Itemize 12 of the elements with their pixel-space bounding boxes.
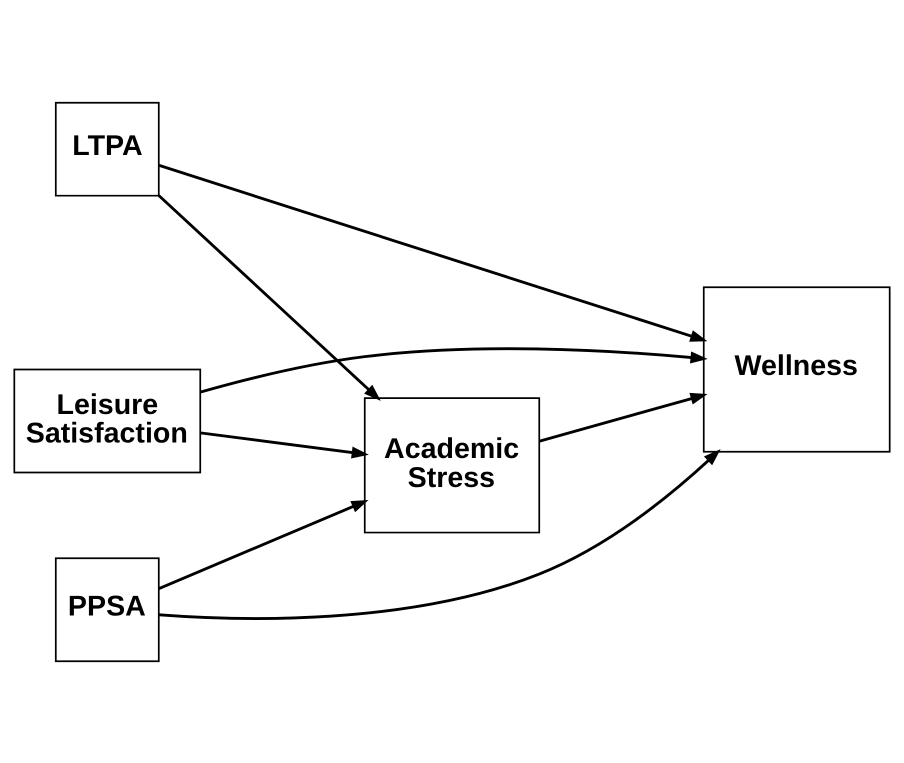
arrow <box>538 392 708 442</box>
node-box: Wellness <box>702 286 891 452</box>
node-box: Academic Stress <box>364 396 540 533</box>
arrow <box>158 194 381 400</box>
node-box: PPSA <box>54 556 160 662</box>
node-box: Leisure Satisfaction <box>13 368 202 473</box>
arrow <box>158 499 369 590</box>
node-box: LTPA <box>54 101 160 196</box>
arrow <box>200 430 369 458</box>
arrow <box>159 448 721 620</box>
arrow <box>158 164 708 342</box>
arrow <box>200 346 708 393</box>
